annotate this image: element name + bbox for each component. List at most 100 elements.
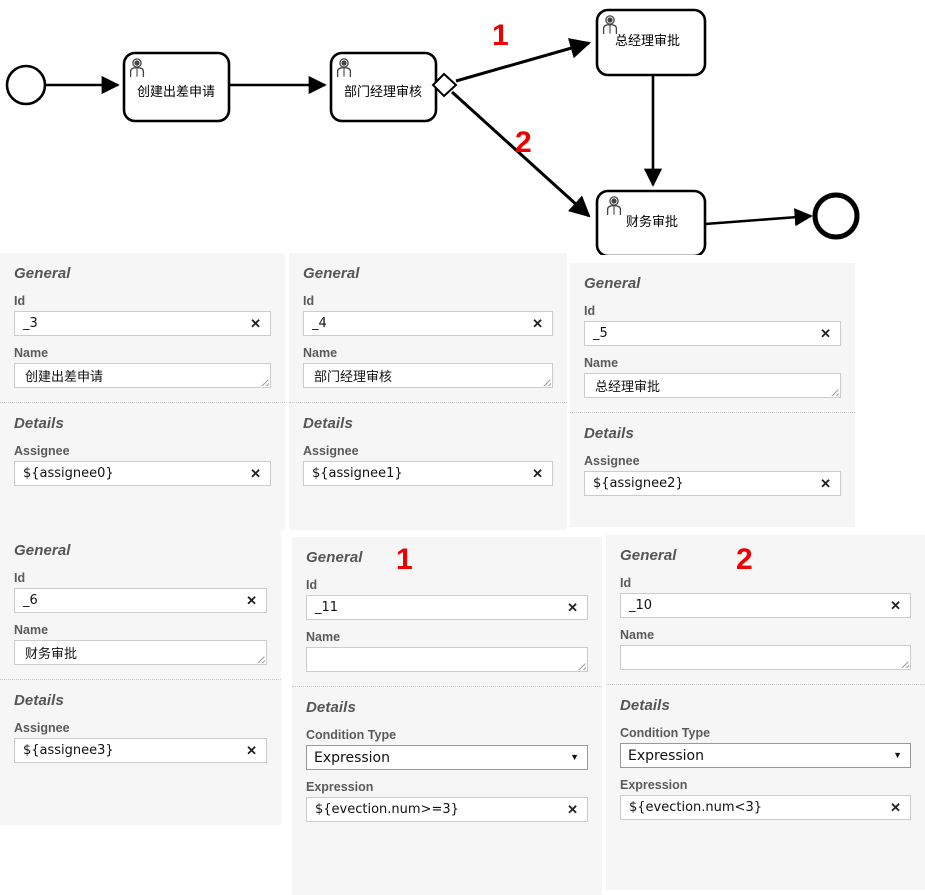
id-input[interactable]: _6 ✕ (14, 588, 267, 613)
details-section: Details Assignee ${assignee3} ✕ (0, 679, 281, 777)
field-condition-type: Condition Type Expression ▼ (306, 728, 588, 770)
bpmn-flow-gateway-task3 (455, 38, 592, 83)
field-label-assignee: Assignee (584, 454, 640, 468)
expression-input[interactable]: ${evection.num>=3} ✕ (306, 797, 588, 822)
clear-icon[interactable]: ✕ (890, 598, 901, 613)
field-label-expression: Expression (620, 778, 688, 792)
bpmn-task-label: 创建出差申请 (137, 85, 215, 100)
field-label-condition-type: Condition Type (306, 728, 397, 742)
field-assignee: Assignee ${assignee3} ✕ (14, 721, 267, 763)
field-id: Id _3 ✕ (14, 294, 271, 336)
section-title-details: Details (303, 415, 353, 432)
chevron-down-icon[interactable]: ▼ (570, 752, 579, 762)
field-label-id: Id (306, 578, 318, 592)
name-textarea[interactable]: 创建出差申请 (14, 363, 271, 388)
resize-grip-icon[interactable] (541, 376, 551, 386)
condition-type-select[interactable]: Expression ▼ (306, 745, 588, 770)
id-input-value: _4 (312, 316, 327, 331)
id-input-value: _3 (23, 316, 38, 331)
bpmn-annotation-1: 1 (492, 19, 509, 52)
resize-grip-icon[interactable] (259, 376, 269, 386)
field-label-id: Id (584, 304, 596, 318)
field-label-assignee: Assignee (303, 444, 359, 458)
clear-icon[interactable]: ✕ (820, 326, 831, 341)
assignee-input[interactable]: ${assignee2} ✕ (584, 471, 841, 496)
details-section: Details Condition Type Expression ▼ Expr… (292, 686, 602, 836)
properties-panel-flow2: General Id _10 ✕ Name Details Condition … (606, 535, 925, 890)
field-label-assignee: Assignee (14, 721, 70, 735)
bpmn-task-finance-approval[interactable]: 财务审批 (595, 189, 707, 255)
id-input-value: _5 (593, 326, 608, 341)
field-label-assignee: Assignee (14, 444, 70, 458)
resize-grip-icon[interactable] (899, 658, 909, 668)
clear-icon[interactable]: ✕ (820, 476, 831, 491)
field-condition-type: Condition Type Expression ▼ (620, 726, 911, 768)
condition-type-select[interactable]: Expression ▼ (620, 743, 911, 768)
clear-icon[interactable]: ✕ (250, 316, 261, 331)
bpmn-exclusive-gateway[interactable] (431, 72, 458, 98)
resize-grip-icon[interactable] (576, 660, 586, 670)
clear-icon[interactable]: ✕ (890, 800, 901, 815)
name-textarea[interactable]: 部门经理审核 (303, 363, 553, 388)
clear-icon[interactable]: ✕ (532, 316, 543, 331)
general-section: General Id _5 ✕ Name 总经理审批 (570, 263, 855, 412)
clear-icon[interactable]: ✕ (532, 466, 543, 481)
id-input[interactable]: _4 ✕ (303, 311, 553, 336)
resize-grip-icon[interactable] (829, 386, 839, 396)
clear-icon[interactable]: ✕ (567, 600, 578, 615)
section-title-details: Details (14, 415, 64, 432)
field-label-condition-type: Condition Type (620, 726, 711, 740)
assignee-input[interactable]: ${assignee1} ✕ (303, 461, 553, 486)
section-title-general: General (14, 542, 71, 559)
clear-icon[interactable]: ✕ (567, 802, 578, 817)
id-input[interactable]: _11 ✕ (306, 595, 588, 620)
field-name: Name 财务审批 (14, 623, 267, 665)
bpmn-start-event[interactable] (5, 64, 47, 106)
id-input[interactable]: _3 ✕ (14, 311, 271, 336)
bpmn-task-gm-approval[interactable]: 总经理审批 (595, 8, 707, 77)
general-section: General Id _4 ✕ Name 部门经理审核 (289, 253, 567, 402)
bpmn-end-event[interactable] (812, 192, 860, 240)
id-input[interactable]: _10 ✕ (620, 593, 911, 618)
assignee-input-value: ${assignee0} (23, 466, 114, 481)
field-id: Id _4 ✕ (303, 294, 553, 336)
field-label-id: Id (303, 294, 315, 308)
field-label-id: Id (14, 294, 26, 308)
clear-icon[interactable]: ✕ (250, 466, 261, 481)
id-input[interactable]: _5 ✕ (584, 321, 841, 346)
properties-panel-flow1: General Id _11 ✕ Name Details Condition … (292, 537, 602, 895)
bpmn-task-label: 总经理审批 (615, 34, 680, 49)
details-section: Details Assignee ${assignee0} ✕ (0, 402, 285, 500)
field-id: Id _10 ✕ (620, 576, 911, 618)
name-textarea[interactable]: 总经理审批 (584, 373, 841, 398)
details-section: Details Condition Type Expression ▼ Expr… (606, 684, 925, 834)
expression-input[interactable]: ${evection.num<3} ✕ (620, 795, 911, 820)
id-input-value: _11 (315, 600, 339, 615)
bpmn-task-label: 财务审批 (626, 214, 678, 230)
field-name: Name 部门经理审核 (303, 346, 553, 388)
bpmn-task-create-request[interactable]: 创建出差申请 (122, 51, 231, 123)
clear-icon[interactable]: ✕ (246, 593, 257, 608)
bpmn-task-label: 部门经理审核 (344, 85, 422, 100)
bpmn-task-dept-review[interactable]: 部门经理审核 (329, 51, 438, 123)
assignee-input[interactable]: ${assignee3} ✕ (14, 738, 267, 763)
clear-icon[interactable]: ✕ (246, 743, 257, 758)
assignee-input[interactable]: ${assignee0} ✕ (14, 461, 271, 486)
name-textarea[interactable] (620, 645, 911, 670)
general-section: General Id _10 ✕ Name (606, 535, 925, 684)
field-name: Name (306, 630, 588, 672)
name-textarea[interactable] (306, 647, 588, 672)
details-section: Details Assignee ${assignee1} ✕ (289, 402, 567, 500)
name-textarea-value: 总经理审批 (595, 380, 661, 395)
section-title-details: Details (14, 692, 64, 709)
field-label-name: Name (14, 346, 49, 360)
field-assignee: Assignee ${assignee1} ✕ (303, 444, 553, 486)
general-section: General Id _3 ✕ Name 创建出差申请 (0, 253, 285, 402)
section-title-details: Details (584, 425, 634, 442)
chevron-down-icon[interactable]: ▼ (893, 750, 902, 760)
bpmn-diagram: 创建出差申请 部门经理审核 1 2 总经理审批 (0, 0, 925, 255)
expression-input-value: ${evection.num>=3} (315, 802, 459, 817)
section-title-general: General (303, 265, 360, 282)
name-textarea[interactable]: 财务审批 (14, 640, 267, 665)
resize-grip-icon[interactable] (255, 653, 265, 663)
